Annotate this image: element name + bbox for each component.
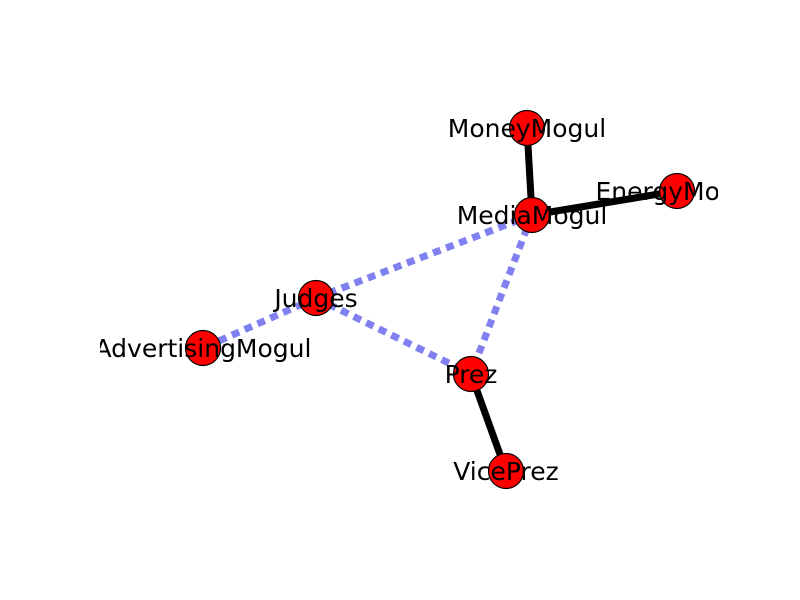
edge-media-mogul-judges	[314, 211, 534, 302]
node-judges	[297, 279, 335, 317]
edge-media-mogul-prez	[467, 213, 536, 376]
node-label-energy-mogul: EnergyMogul	[595, 177, 758, 206]
edge-judges-prez	[314, 294, 473, 378]
node-media-mogul	[513, 196, 551, 234]
labels-layer: MoneyMogulEnergyMogulMediaMogulJudgesAdv…	[95, 114, 758, 486]
edge-energy-mogul-media-mogul	[531, 187, 678, 219]
nodes-layer	[184, 109, 696, 490]
node-advertising-mogul	[184, 329, 222, 367]
node-prez	[452, 355, 490, 393]
node-money-mogul	[508, 109, 546, 147]
node-label-media-mogul: MediaMogul	[457, 201, 608, 230]
node-label-vice-prez: VicePrez	[453, 457, 559, 486]
node-energy-mogul	[658, 172, 696, 210]
node-label-advertising-mogul: AdvertisingMogul	[95, 334, 312, 363]
node-label-judges: Judges	[272, 284, 357, 313]
plot-area: MoneyMogulEnergyMogulMediaMogulJudgesAdv…	[95, 109, 758, 490]
node-vice-prez	[487, 452, 525, 490]
edge-judges-advertising-mogul	[201, 294, 318, 352]
node-label-money-mogul: MoneyMogul	[448, 114, 606, 143]
node-label-prez: Prez	[445, 360, 498, 389]
